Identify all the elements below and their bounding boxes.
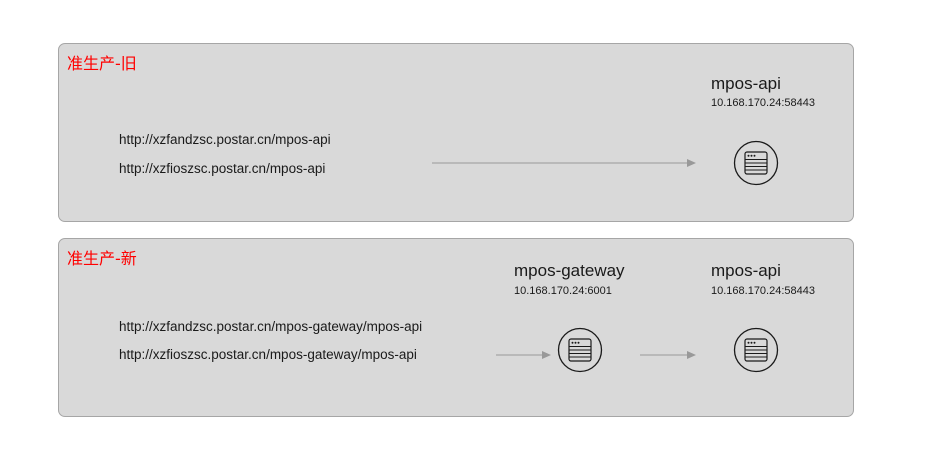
url-new-ios: http://xzfioszsc.postar.cn/mpos-gateway/…	[119, 347, 417, 362]
gateway-address: 10.168.170.24:6001	[514, 285, 612, 297]
url-new-android: http://xzfandzsc.postar.cn/mpos-gateway/…	[119, 319, 423, 334]
service-name-mpos-api: mpos-api	[711, 74, 781, 93]
service-address: 10.168.170.24:58443	[711, 97, 815, 109]
url-old-android: http://xzfandzsc.postar.cn/mpos-api	[119, 132, 331, 147]
service-address: 10.168.170.24:58443	[711, 285, 815, 297]
server-icon	[733, 327, 779, 373]
arrow-old-to-api	[432, 159, 696, 167]
arrow-gateway-to-api	[640, 351, 696, 359]
service-name-mpos-api: mpos-api	[711, 261, 781, 280]
url-old-ios: http://xzfioszsc.postar.cn/mpos-api	[119, 161, 326, 176]
server-icon	[733, 140, 779, 186]
server-icon	[557, 327, 603, 373]
arrow-new-to-gateway	[496, 351, 551, 359]
panel-old-environment: 准生产-旧	[58, 43, 854, 222]
panel-title: 准生产-旧	[67, 54, 137, 73]
service-name-mpos-gateway: mpos-gateway	[514, 261, 625, 280]
panel-title: 准生产-新	[67, 249, 137, 268]
panel-new-environment: 准生产-新	[58, 238, 854, 417]
